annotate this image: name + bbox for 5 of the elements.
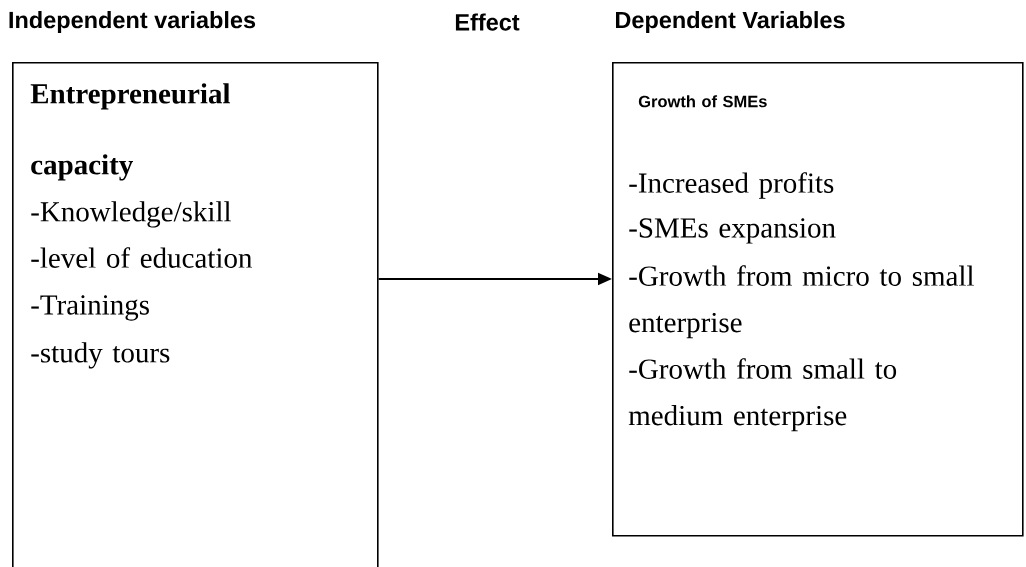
text-box: Growth of SMEs -Increased profits -SMEs expansion -Growth from micro to small enterprise -Growth from small to medium enterprise [612,62,1024,537]
column-heading: Effect [455,13,520,31]
text-box: Entrepreneurial capacity -Knowledge/skill -level of education -Trainings -study tours [12,62,379,567]
column-heading: Dependent Variables [616,11,845,33]
column-heading: Independent variables [9,11,256,33]
